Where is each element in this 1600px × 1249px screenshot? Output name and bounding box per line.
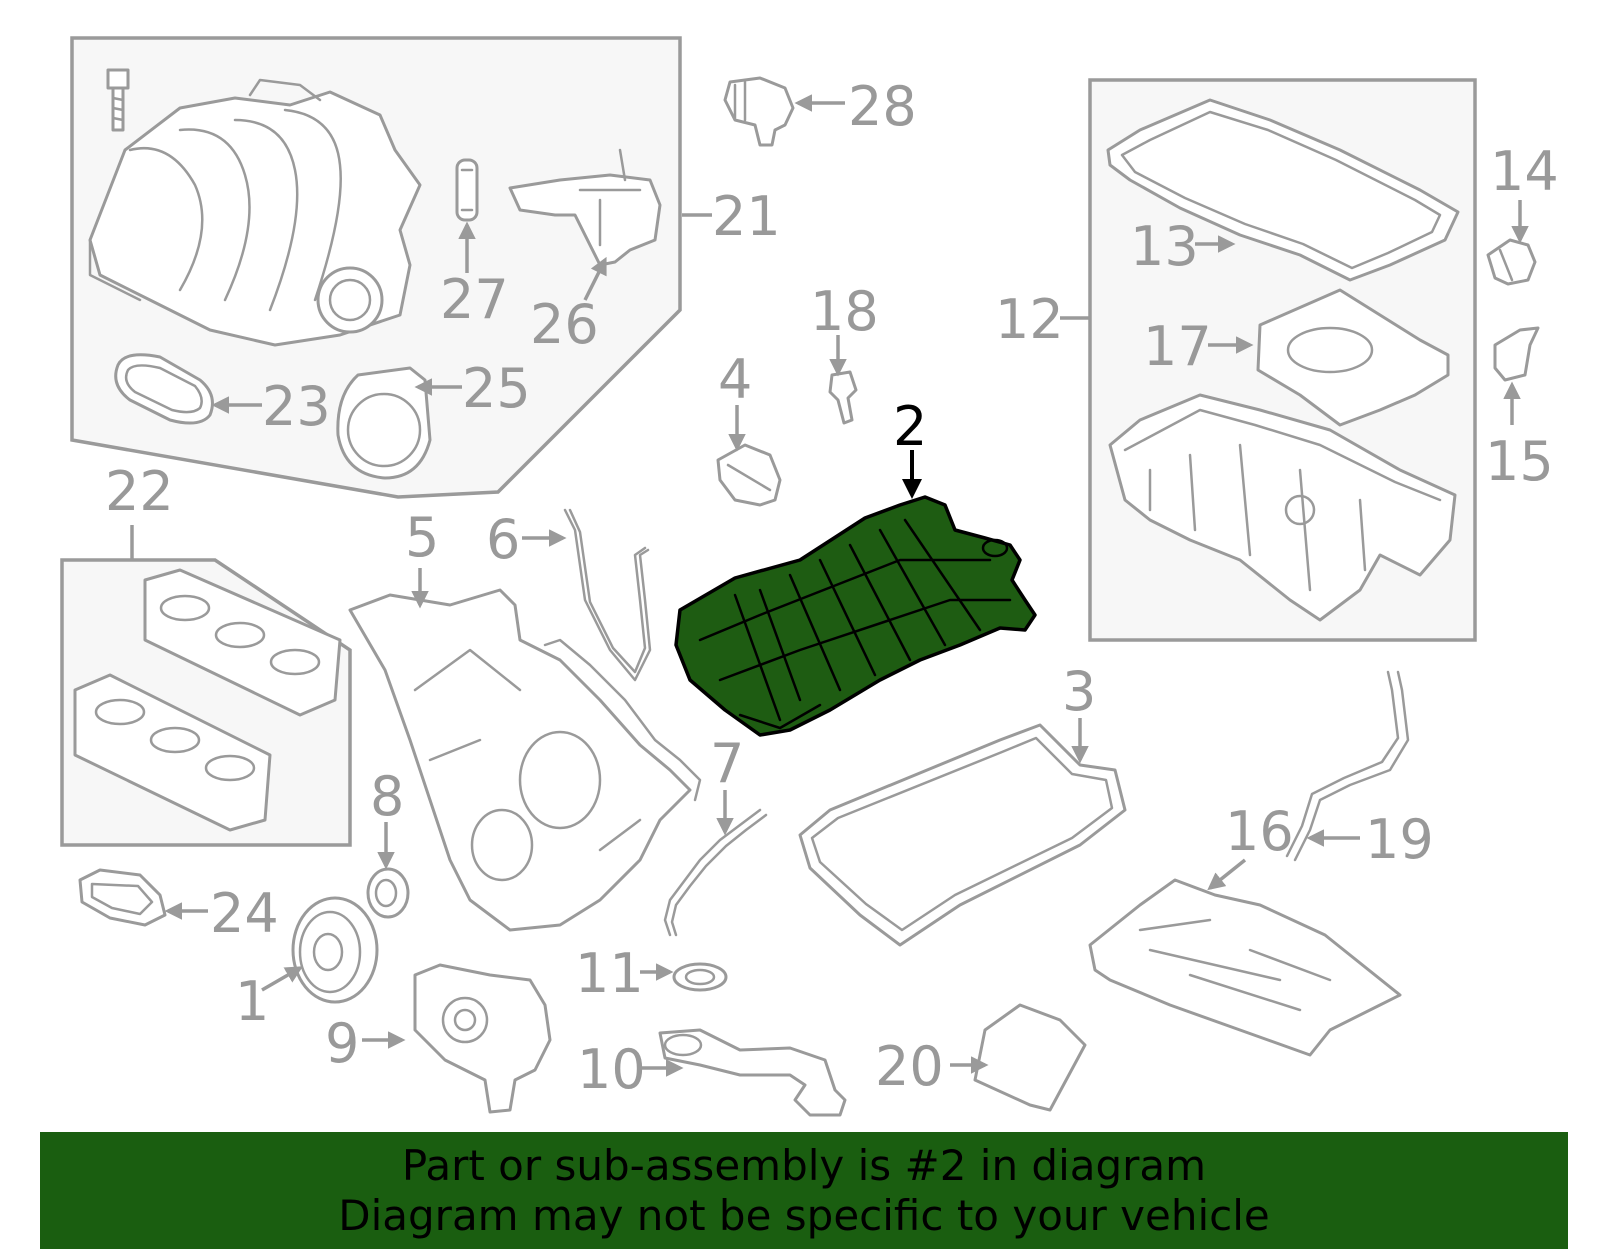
callout-5: 5 [405,506,439,569]
part-17-plate[interactable] [1256,288,1450,427]
callout-21: 21 [712,185,781,248]
banner-line-1: Part or sub-assembly is #2 in diagram [401,1141,1207,1190]
banner-line-2: Diagram may not be specific to your vehi… [338,1191,1270,1240]
leader-16 [1207,858,1247,891]
leader-26 [583,256,607,301]
leader-1 [261,966,304,992]
callout-20: 20 [875,1035,944,1098]
part-22-gasket-lower[interactable] [73,673,272,832]
callout-10: 10 [577,1038,646,1101]
callout-2: 2 [893,395,927,458]
callout-15: 15 [1485,430,1554,493]
callout-23: 23 [262,375,331,438]
callout-1: 1 [235,970,269,1033]
callout-9: 9 [325,1012,359,1075]
part-timing-gasket[interactable] [543,638,702,802]
part-11-o-ring[interactable] [672,962,728,992]
part-19-dipstick-tube[interactable] [1285,670,1410,862]
info-banner: Part or sub-assembly is #2 in diagram Di… [40,1132,1568,1249]
callout-17: 17 [1143,315,1212,378]
part-5-timing-cover[interactable] [348,588,692,932]
callout-28: 28 [848,75,917,138]
callout-3: 3 [1062,660,1096,723]
callout-19: 19 [1365,808,1434,871]
part-16-windage-tray[interactable] [1088,878,1402,1057]
callout-4: 4 [718,348,752,411]
part-26-sensor[interactable] [508,148,662,267]
callout-14: 14 [1490,140,1559,203]
part-27-seal[interactable] [455,158,479,222]
part-9-oil-pump[interactable] [413,963,552,1114]
part-13-pan-gasket[interactable] [1106,98,1460,282]
callout-22: 22 [105,460,174,523]
part-25-gasket[interactable] [336,366,432,480]
callout-11: 11 [575,942,644,1005]
callout-18: 18 [810,280,879,343]
part-24-gasket[interactable] [78,868,167,927]
callout-25: 25 [462,357,531,420]
part-6-gasket[interactable] [563,508,652,682]
part-intake-manifold[interactable] [88,78,422,347]
part-2-valve-cover-highlighted[interactable] [674,495,1037,737]
part-22-gasket-upper[interactable] [143,568,342,717]
part-10-oil-pickup[interactable] [658,1028,847,1117]
callout-24: 24 [210,882,279,945]
part-bolt[interactable] [106,68,130,132]
callout-7: 7 [710,732,744,795]
part-1-pulley[interactable] [291,896,379,1004]
part-7-gasket[interactable] [663,808,768,937]
callout-16: 16 [1225,800,1294,863]
callout-27: 27 [440,268,509,331]
part-oil-pan[interactable] [1108,393,1457,622]
part-28-sensor[interactable] [723,76,795,147]
callout-8: 8 [370,765,404,828]
part-15-bracket[interactable] [1493,326,1540,382]
part-14-drain-plug[interactable] [1486,238,1537,286]
callout-12: 12 [995,288,1064,351]
part-3-valve-cover-gasket[interactable] [798,723,1127,947]
part-8-seal[interactable] [366,867,410,919]
part-20-oil-filter[interactable] [973,1003,1087,1112]
part-23-gasket[interactable] [114,353,214,425]
callout-13: 13 [1130,215,1199,278]
callout-26: 26 [530,293,599,356]
part-18-sensor[interactable] [828,370,858,425]
callout-6: 6 [486,508,520,571]
part-4-oil-cap[interactable] [716,443,782,507]
